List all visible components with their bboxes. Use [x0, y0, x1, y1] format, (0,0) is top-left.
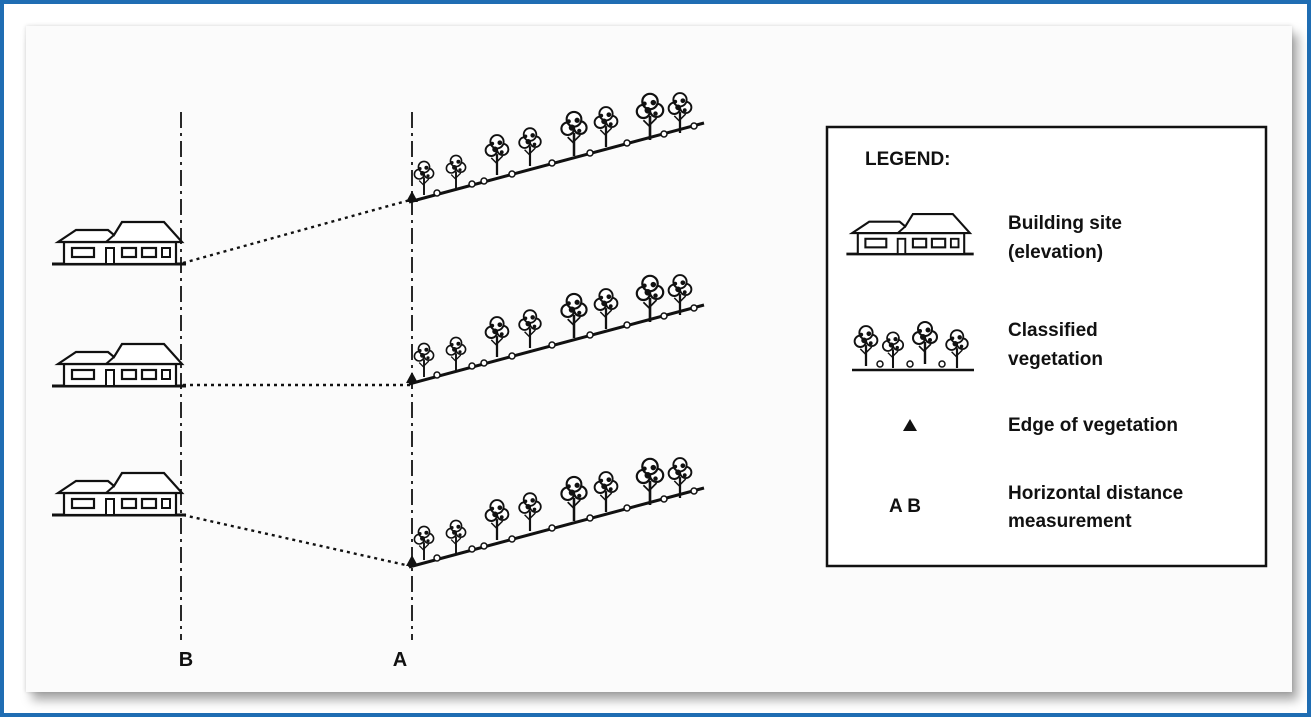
legend-title: LEGEND:	[865, 149, 951, 170]
legend-edge: Edge of vegetation	[1008, 415, 1178, 436]
legend-building-line1: Building site	[1008, 213, 1122, 234]
triangle-marker-icon	[406, 191, 418, 202]
distance-line-3	[183, 515, 410, 566]
triangle-marker-icon	[406, 555, 418, 566]
legend-building-line2: (elevation)	[1008, 242, 1103, 263]
legend-ab-symbol: A B	[889, 496, 921, 517]
vegetation-strip-3	[409, 458, 704, 567]
legend-distance-line2: measurement	[1008, 511, 1132, 532]
vegetation-strip-2	[409, 275, 704, 384]
legend-vegetation-line1: Classified	[1008, 320, 1098, 341]
triangle-marker-icon	[406, 372, 418, 383]
legend: LEGEND: Building site (elevation) Classi…	[827, 127, 1266, 566]
legend-vegetation-line2: vegetation	[1008, 349, 1103, 370]
house-icon	[52, 222, 186, 264]
house-icon	[52, 344, 186, 386]
axis-label-a: A	[393, 649, 407, 671]
axis-label-b: B	[179, 649, 193, 671]
vegetation-strip-1	[409, 93, 704, 202]
house-icon	[52, 473, 186, 515]
distance-line-1	[183, 200, 410, 263]
legend-distance-line1: Horizontal distance	[1008, 483, 1183, 504]
